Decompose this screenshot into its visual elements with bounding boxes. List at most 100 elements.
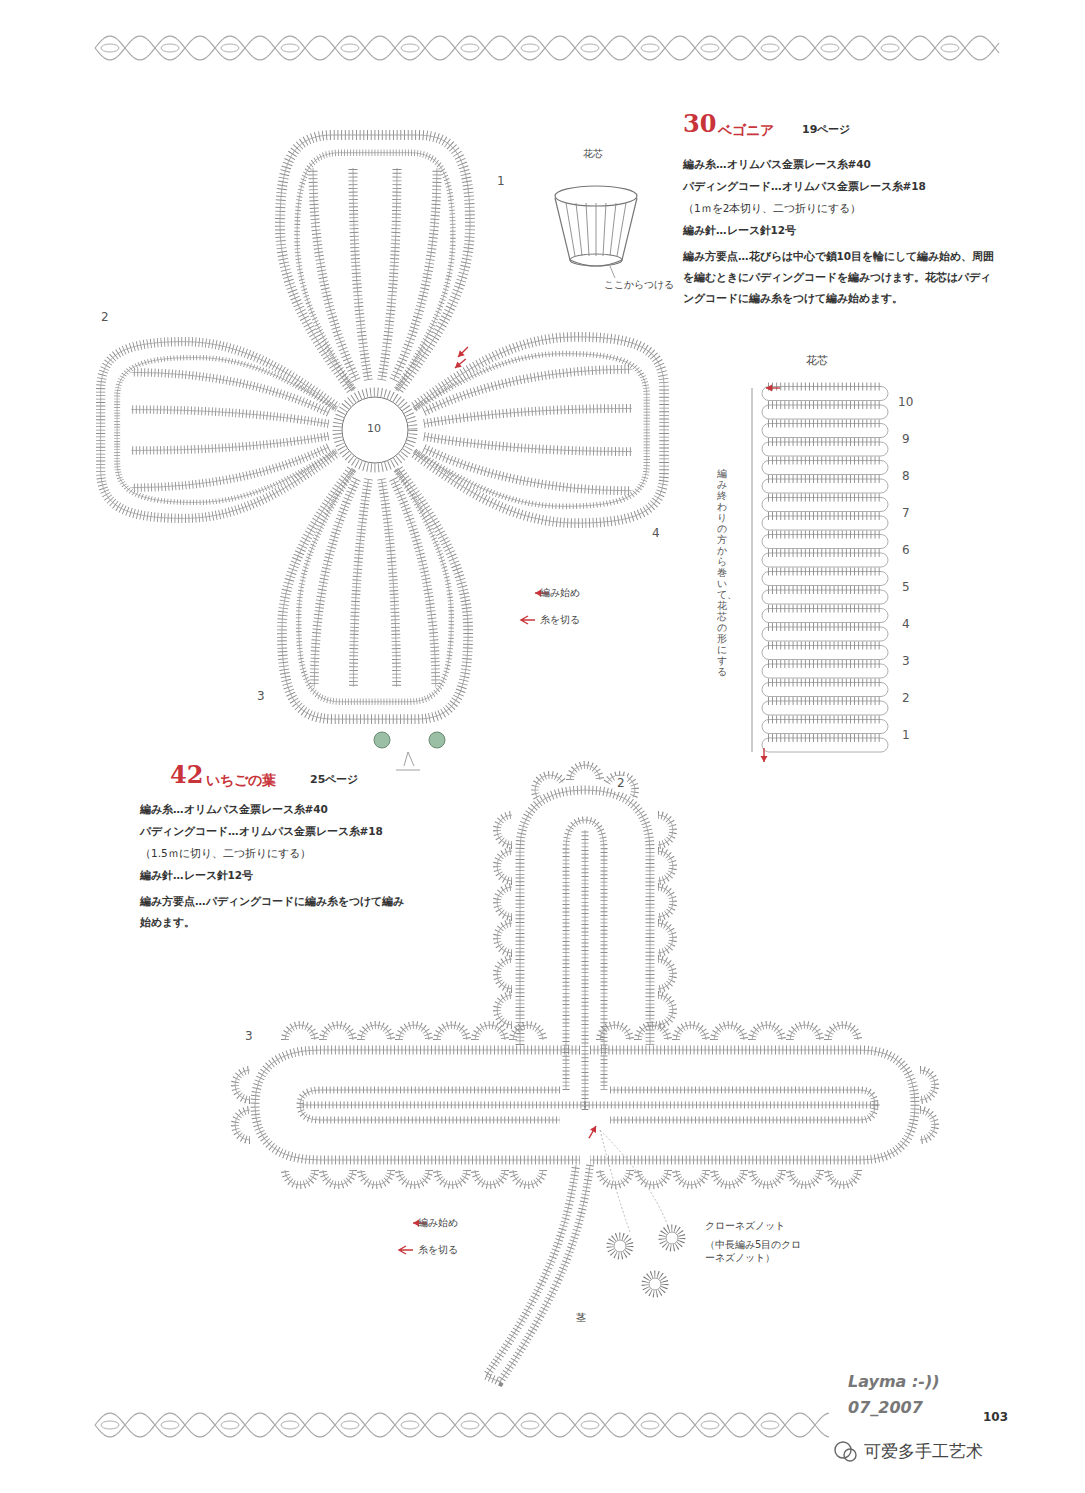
row-cord	[762, 590, 888, 604]
stitch-line	[828, 1170, 858, 1185]
part-name: 花芯	[806, 354, 828, 368]
border-wave	[95, 1413, 829, 1437]
round-number: 3	[255, 689, 267, 705]
stitch-ticks	[361, 1025, 391, 1040]
stitch-ticks	[920, 1110, 935, 1140]
cup-rib	[586, 203, 589, 256]
border-curl	[761, 1421, 779, 1429]
clones-knot	[666, 1232, 678, 1244]
row-number: 9	[902, 432, 910, 448]
border-curl	[461, 1421, 479, 1429]
row-stitches	[768, 457, 882, 465]
stitch-line	[497, 851, 512, 881]
stitch-ticks	[676, 1170, 706, 1185]
row-stitches	[768, 623, 882, 631]
row-cord	[762, 442, 888, 456]
stitch-ticks	[101, 342, 338, 519]
stitch-line	[486, 1165, 590, 1382]
border-curl	[641, 44, 659, 52]
row-stitches	[768, 697, 882, 705]
doodle-line	[396, 752, 420, 770]
stitch-line	[131, 436, 328, 450]
stitch-ticks	[399, 1025, 429, 1040]
row-cord	[762, 738, 888, 752]
page-ref: 25ページ	[310, 773, 358, 787]
stitch-ticks	[714, 1170, 744, 1185]
stitch-ticks	[437, 1170, 467, 1185]
row-number: 1	[902, 728, 910, 744]
stitch-ticks	[475, 1170, 505, 1185]
leader-line	[610, 266, 615, 278]
stitch-line	[658, 959, 673, 989]
page-ref: 19ページ	[802, 123, 850, 137]
row-cord	[762, 405, 888, 419]
stitch-ticks	[424, 448, 632, 491]
stitch-line	[513, 1170, 543, 1185]
stitch-line	[600, 1170, 630, 1185]
row-stitches	[768, 494, 882, 502]
stitch-line	[285, 1170, 315, 1185]
stitch-ticks	[424, 408, 632, 423]
cup-rib	[610, 203, 616, 256]
method-note: 編み方要点…パディングコードに編み糸をつけて編み始めます。	[140, 891, 412, 933]
border-wave	[95, 1413, 829, 1437]
stitch-line	[131, 410, 328, 424]
petal	[280, 135, 470, 392]
legend-text: 糸を切る	[418, 1243, 458, 1256]
stitch-line	[323, 1170, 353, 1185]
clones-knot	[645, 1274, 665, 1294]
stitch-ticks	[513, 1170, 543, 1185]
stitch-line	[610, 1090, 875, 1120]
stitch-line	[752, 1025, 782, 1040]
stitch-line	[101, 342, 338, 519]
row-cord	[762, 479, 888, 493]
row-cord	[762, 516, 888, 530]
stitch-ticks	[600, 1170, 630, 1185]
stitch-line	[399, 1170, 429, 1185]
stitch-line	[497, 923, 512, 953]
stitch-ticks	[535, 775, 563, 798]
stitch-ticks	[285, 1025, 315, 1040]
stitch-line	[714, 1025, 744, 1040]
row-cord	[762, 535, 888, 549]
stitch-ticks	[658, 959, 673, 989]
row-cord	[762, 498, 888, 512]
row-number: 5	[902, 580, 910, 596]
stitch-line	[117, 358, 340, 503]
legend-text: 編み始め	[540, 586, 580, 599]
border-curl	[581, 1421, 599, 1429]
round-number: 2	[99, 310, 111, 326]
border-curl	[101, 1421, 119, 1429]
border-curl	[641, 1421, 659, 1429]
border-curl	[161, 44, 179, 52]
leaf	[235, 765, 935, 1382]
row-stitches	[768, 642, 882, 650]
start-arrow	[766, 385, 780, 392]
arrow-head	[453, 361, 462, 370]
border-curl	[521, 44, 539, 52]
clones-knot	[614, 1240, 626, 1252]
stitch-line	[323, 1025, 353, 1040]
stitch-ticks	[752, 1025, 782, 1040]
stitch-line	[475, 1170, 505, 1185]
row-number: 2	[902, 691, 910, 707]
stitch-ticks	[235, 1070, 250, 1100]
pattern-title: ベゴニア	[718, 121, 774, 139]
border-curl	[341, 44, 359, 52]
cut-arrow	[399, 1246, 413, 1254]
cup-rib	[617, 203, 626, 256]
stitch-line	[497, 995, 512, 1025]
border-curl	[821, 44, 839, 52]
row-cord	[762, 646, 888, 660]
stitch-ticks	[353, 168, 368, 380]
stitch-line	[280, 135, 470, 390]
watermark-icon	[844, 1449, 856, 1461]
stitch-ticks	[314, 479, 357, 687]
stitch-ticks	[300, 1102, 585, 1109]
stitch-ticks	[600, 1025, 630, 1040]
stitch-line	[314, 479, 357, 687]
stitch-line	[412, 354, 647, 507]
row-cord	[762, 664, 888, 678]
part-note: （中長編み5目のクローネズノット）	[705, 1238, 807, 1264]
